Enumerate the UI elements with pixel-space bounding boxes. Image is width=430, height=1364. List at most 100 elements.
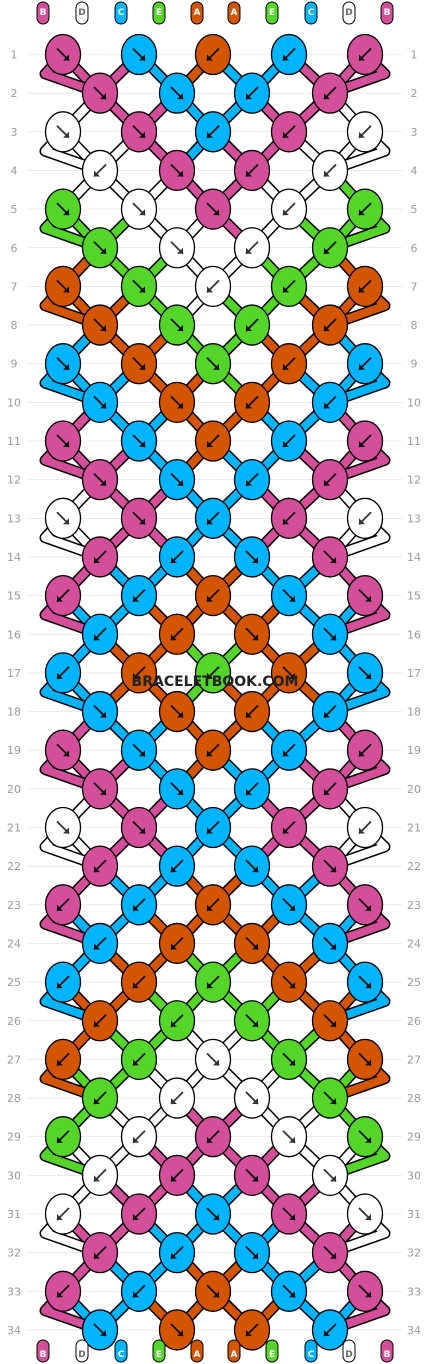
knot-arrowhead-icon: [100, 788, 106, 795]
knot-arrowhead-icon: [63, 750, 69, 757]
knot-arrowhead-icon: [246, 402, 252, 409]
row-number-right: 27: [407, 1053, 421, 1066]
knot: [346, 884, 384, 926]
row-number-right: 26: [407, 1015, 421, 1028]
knot: [346, 961, 384, 1003]
knot: [270, 652, 308, 694]
knot: [120, 111, 158, 153]
knot: [233, 72, 271, 114]
knot-arrowhead-icon: [330, 943, 336, 950]
knot: [120, 574, 158, 617]
knot-arrowhead-icon: [252, 1252, 258, 1259]
knot: [233, 1000, 271, 1042]
string-tag-letter: B: [384, 1350, 391, 1360]
knot: [270, 884, 308, 926]
knot: [81, 690, 119, 733]
string-tag-top: E: [152, 1, 166, 25]
knot: [120, 1193, 158, 1235]
knot-arrowhead-icon: [365, 1291, 371, 1298]
knot: [233, 458, 271, 501]
row-number-right: 2: [411, 87, 418, 100]
knot: [311, 227, 349, 269]
knot: [233, 613, 271, 655]
row-number-left: 15: [7, 590, 21, 603]
knot: [44, 33, 82, 76]
knot-arrowhead-icon: [365, 904, 371, 911]
knot: [233, 845, 271, 887]
row-number-left: 19: [7, 744, 21, 757]
knot: [120, 652, 158, 694]
knot: [81, 1000, 119, 1042]
row-number-left: 12: [7, 474, 21, 487]
string-tag-letter: E: [269, 8, 275, 18]
row-number-left: 26: [7, 1015, 21, 1028]
knot-arrowhead-icon: [177, 711, 183, 718]
knot: [233, 768, 271, 810]
string-tag-letter: E: [269, 1350, 275, 1360]
string-tag-body: [152, 1, 166, 25]
knot-arrowhead-icon: [359, 363, 365, 370]
knot: [194, 1116, 232, 1158]
row-number-left: 28: [7, 1092, 21, 1105]
knot: [311, 613, 349, 655]
row-number-right: 3: [411, 126, 418, 139]
knot: [120, 806, 158, 849]
string-tag-bottom: B: [380, 1339, 394, 1363]
knot: [120, 420, 158, 462]
knot-arrowhead-icon: [100, 479, 106, 486]
string-tag-body: [190, 1, 204, 25]
knot-arrowhead-icon: [324, 479, 330, 486]
knot: [158, 845, 196, 887]
string-tag-bottom: D: [75, 1339, 89, 1363]
row-number-left: 13: [7, 512, 21, 525]
row-number-left: 22: [7, 860, 21, 873]
knot-arrowhead-icon: [63, 54, 69, 61]
row-number-right: 24: [407, 937, 421, 950]
knot: [158, 1000, 196, 1042]
knot-arrowhead-icon: [94, 556, 100, 563]
knot-arrowhead-icon: [133, 982, 139, 989]
knot: [81, 1309, 119, 1351]
knot-arrowhead-icon: [365, 1214, 371, 1220]
knot-arrowhead-icon: [246, 93, 252, 100]
knot-arrowhead-icon: [94, 1098, 100, 1105]
knot: [233, 1154, 271, 1196]
knot-arrowhead-icon: [213, 1291, 219, 1298]
knot-arrowhead-icon: [171, 1098, 177, 1105]
row-number-left: 4: [11, 164, 18, 177]
row-number-right: 7: [411, 280, 418, 293]
string-tag-body: [227, 1, 241, 25]
knot: [346, 1193, 384, 1235]
knot: [158, 1232, 196, 1274]
knot: [194, 574, 232, 617]
knot-arrowhead-icon: [57, 904, 63, 911]
string-tag-letter: C: [118, 1350, 125, 1360]
knot-arrowhead-icon: [133, 1059, 139, 1066]
knot-layer: [44, 33, 384, 1351]
knot-arrowhead-icon: [252, 1098, 258, 1105]
string-tag-bottom: E: [152, 1339, 166, 1363]
knot: [120, 33, 158, 76]
row-number-right: 33: [407, 1285, 421, 1298]
knot-arrowhead-icon: [283, 54, 289, 61]
string-tag-letter: C: [308, 8, 315, 18]
string-tag-letter: D: [345, 1350, 352, 1360]
knot: [270, 497, 308, 539]
knot: [81, 227, 119, 269]
knot-arrowhead-icon: [177, 247, 183, 254]
knot-arrowhead-icon: [177, 479, 183, 486]
string-tag-bottom: C: [114, 1339, 128, 1363]
knot-arrowhead-icon: [283, 131, 289, 138]
knot-arrowhead-icon: [246, 170, 252, 177]
knot-arrowhead-icon: [246, 479, 252, 486]
string-tag-body: [304, 1339, 318, 1363]
knot: [44, 1193, 82, 1235]
knot-arrowhead-icon: [57, 1214, 63, 1220]
knot-arrowhead-icon: [289, 1059, 295, 1066]
knot-arrowhead-icon: [289, 595, 295, 602]
row-number-right: 10: [407, 396, 421, 409]
knot-arrowhead-icon: [100, 1329, 106, 1336]
knot: [311, 1077, 349, 1119]
